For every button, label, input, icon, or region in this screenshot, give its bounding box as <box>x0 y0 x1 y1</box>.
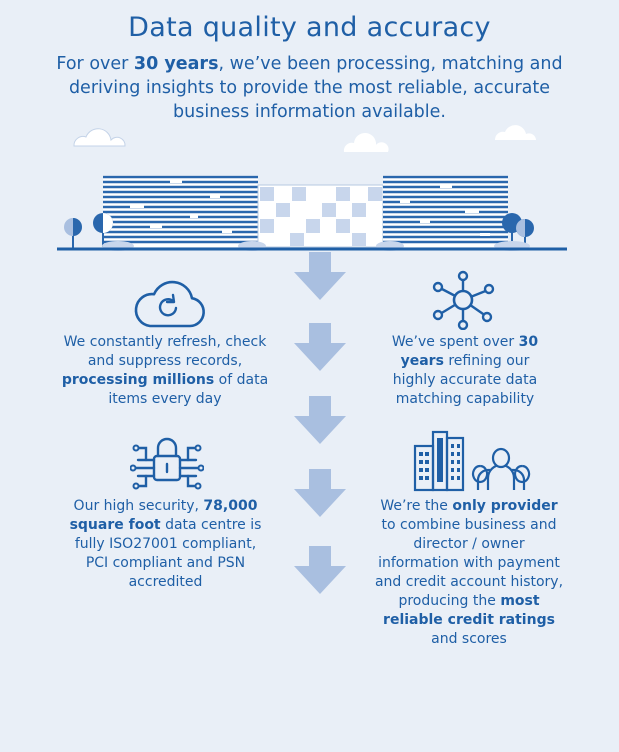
arrow-down-icon <box>294 252 346 300</box>
arrow-down-icon <box>294 546 346 594</box>
tree-icon <box>516 219 534 250</box>
arrow-down-icon <box>294 396 346 444</box>
page-title: Data quality and accuracy <box>128 12 491 43</box>
glass-building <box>257 184 384 248</box>
cloud-icon <box>73 128 126 147</box>
arrow-down-icon <box>294 323 346 371</box>
tree-icon <box>93 213 113 247</box>
feature-provider-text: We’re the only provider to combine busin… <box>374 498 564 647</box>
feature-refresh-text: We constantly refresh, check and suppres… <box>61 334 269 407</box>
cloud-icon <box>343 132 389 152</box>
cloud-refresh-icon <box>134 280 205 328</box>
office-building-illustration <box>57 125 567 251</box>
feature-security-text: Our high security, 78,000 square foot da… <box>69 498 262 590</box>
cloud-icon <box>494 125 536 140</box>
left-building <box>103 175 258 247</box>
network-node-icon <box>432 270 495 330</box>
tree-icon <box>64 218 82 250</box>
padlock-circuit-icon <box>130 437 204 490</box>
buildings-people-icon <box>413 430 531 492</box>
feature-matching-text: We’ve spent over 30 years refining our h… <box>391 334 539 407</box>
right-building <box>383 175 508 247</box>
arrow-down-icon <box>294 469 346 517</box>
intro-text: For over 30 years, we’ve been processing… <box>56 54 563 122</box>
